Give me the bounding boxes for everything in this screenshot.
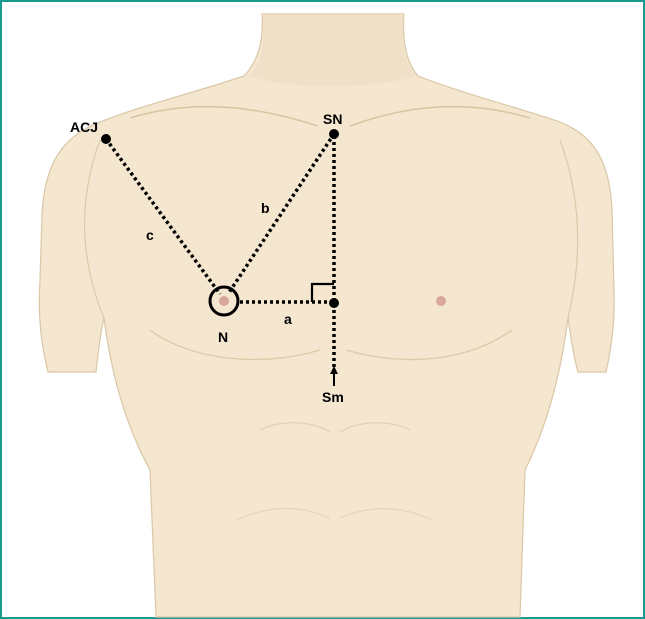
left-nipple [219, 296, 229, 306]
torso-body [39, 14, 614, 617]
right-nipple [436, 296, 446, 306]
torso-illustration [39, 14, 614, 617]
label-sn: SN [323, 111, 342, 127]
label-n: N [218, 329, 228, 345]
neck-shadow [250, 14, 416, 87]
label-a: a [284, 311, 292, 327]
label-c: c [146, 227, 154, 243]
intersection-point [329, 298, 339, 308]
label-acj: ACJ [70, 119, 98, 135]
label-b: b [261, 200, 270, 216]
sn-point [329, 129, 339, 139]
acj-point [101, 134, 111, 144]
label-sm: Sm [322, 389, 344, 405]
